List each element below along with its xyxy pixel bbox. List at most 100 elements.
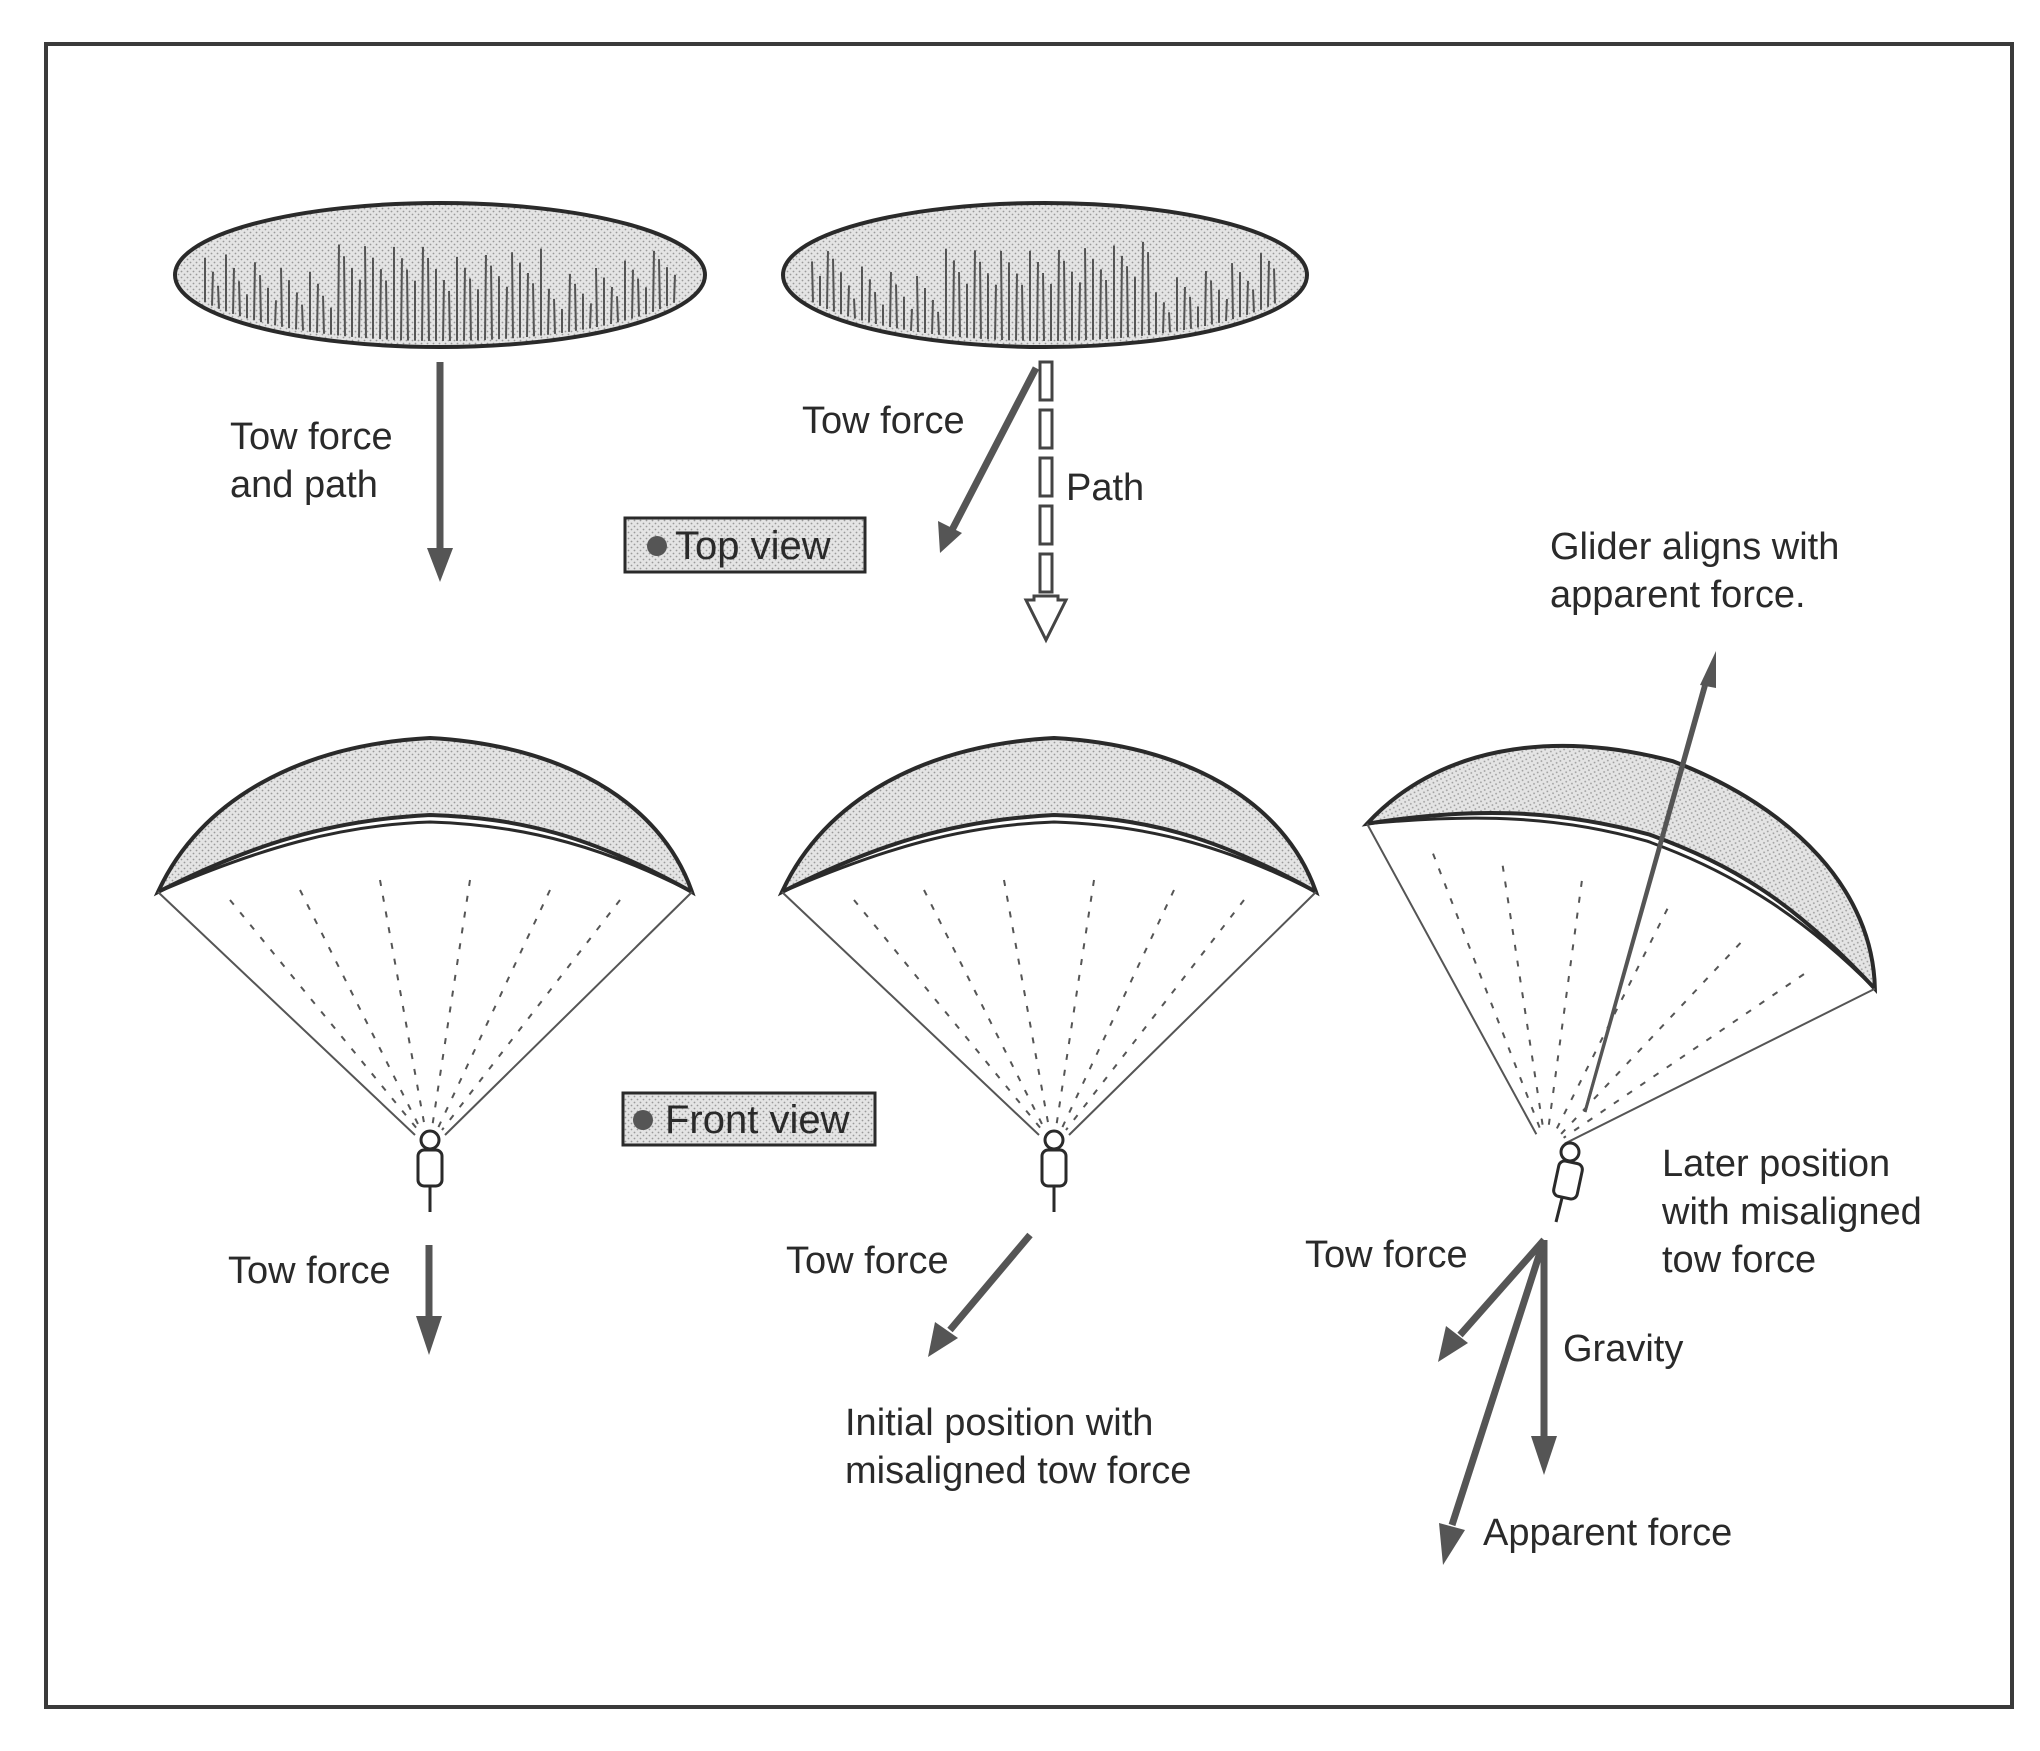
canopy-rib bbox=[637, 278, 640, 317]
front-view-right-pilot bbox=[1552, 1141, 1584, 1223]
bullet-icon bbox=[647, 536, 667, 556]
canopy-rib bbox=[511, 252, 514, 339]
canopy-rib bbox=[1036, 261, 1039, 341]
canopy-rib bbox=[469, 278, 472, 341]
top-view-left-canopy bbox=[173, 201, 707, 349]
canopy-rib bbox=[832, 258, 835, 312]
front-view-middle-lines bbox=[781, 879, 1317, 1136]
front-view-middle-tow-arrow bbox=[928, 1232, 1033, 1357]
canopy-rib bbox=[1225, 299, 1228, 322]
canopy-rib bbox=[505, 286, 508, 339]
canopy-rib bbox=[406, 269, 409, 341]
canopy-rib bbox=[238, 281, 241, 317]
canopy-rib bbox=[937, 311, 940, 335]
canopy-rib bbox=[253, 262, 256, 321]
canopy-rib bbox=[421, 246, 424, 341]
top-view-path-label: Path bbox=[1066, 467, 1144, 509]
top-view-left-label-line2: and path bbox=[230, 464, 378, 506]
top-view-left-glider: Tow force and path bbox=[173, 201, 707, 582]
canopy-rib bbox=[1231, 263, 1234, 320]
canopy-rib bbox=[1210, 280, 1213, 325]
apparent-force-label: Apparent force bbox=[1483, 1512, 1732, 1554]
canopy-rib bbox=[1141, 241, 1144, 336]
canopy-rib bbox=[322, 295, 325, 334]
front-view-legend-label: Front view bbox=[665, 1098, 850, 1142]
canopy-rib bbox=[364, 246, 367, 339]
bullet-icon bbox=[633, 1110, 653, 1130]
canopy-rib bbox=[400, 258, 403, 341]
front-view-left-tow-arrow bbox=[416, 1245, 442, 1355]
canopy-rib bbox=[1057, 249, 1060, 341]
canopy-rib bbox=[1267, 260, 1270, 307]
canopy-rib bbox=[343, 256, 346, 337]
canopy-rib bbox=[1105, 279, 1108, 339]
canopy-rib bbox=[442, 279, 445, 342]
gravity-label: Gravity bbox=[1563, 1328, 1683, 1370]
canopy-rib bbox=[610, 286, 613, 325]
glider-aligns-line2: apparent force. bbox=[1550, 574, 1806, 616]
canopy-rib bbox=[853, 298, 856, 319]
canopy-rib bbox=[1273, 268, 1276, 304]
front-view-left-canopy bbox=[153, 735, 696, 897]
canopy-rib bbox=[232, 267, 235, 314]
canopy-rib bbox=[631, 269, 634, 319]
canopy-rib bbox=[994, 284, 997, 340]
gravity-arrow bbox=[1531, 1240, 1557, 1475]
canopy-rib bbox=[217, 285, 220, 309]
top-view-left-tow-arrow bbox=[427, 362, 453, 582]
apparent-force-arrow bbox=[1439, 1238, 1548, 1565]
canopy-rib bbox=[316, 283, 319, 333]
front-view-right-caption-line1: Later position bbox=[1662, 1143, 1890, 1185]
front-view-legend: Front view bbox=[621, 1091, 877, 1147]
top-view-right-tow-label: Tow force bbox=[802, 400, 965, 442]
top-view-right-glider: Tow force Path bbox=[781, 201, 1309, 644]
top-view-path-arrow bbox=[1023, 360, 1069, 644]
front-view-right-lines bbox=[1366, 823, 1876, 1145]
canopy-rib bbox=[1183, 287, 1186, 331]
front-view-middle-canopy bbox=[777, 735, 1320, 897]
canopy-rib bbox=[1078, 282, 1081, 341]
canopy-rib bbox=[589, 303, 592, 329]
canopy-rib bbox=[979, 261, 982, 339]
canopy-rib bbox=[1162, 302, 1165, 334]
top-view-left-canopy-ribs bbox=[204, 244, 676, 342]
canopy-rib bbox=[826, 251, 829, 309]
canopy-rib bbox=[427, 257, 430, 341]
front-view-left-glider: Tow force bbox=[153, 735, 696, 1355]
canopy-rib bbox=[574, 283, 577, 331]
canopy-rib bbox=[952, 260, 955, 337]
canopy-rib bbox=[463, 267, 466, 341]
canopy-rib bbox=[1246, 280, 1249, 315]
canopy-rib bbox=[274, 300, 277, 326]
canopy-rib bbox=[1120, 255, 1123, 338]
canopy-rib bbox=[958, 272, 961, 338]
canopy-rib bbox=[1204, 270, 1207, 327]
front-view-left-pilot bbox=[416, 1129, 444, 1212]
canopy-rib bbox=[553, 298, 556, 334]
canopy-rib bbox=[547, 288, 550, 335]
canopy-rib bbox=[490, 265, 493, 340]
front-view-right-glider: Tow force Gravity Apparent force Later p… bbox=[1305, 526, 1922, 1565]
canopy-rib bbox=[1099, 269, 1102, 340]
canopy-rib bbox=[295, 292, 298, 330]
canopy-rib bbox=[337, 244, 340, 336]
canopy-rib bbox=[658, 259, 661, 310]
canopy-rib bbox=[211, 271, 214, 306]
canopy-rib bbox=[931, 299, 934, 334]
canopy-rib bbox=[1147, 252, 1150, 336]
canopy-rib bbox=[811, 261, 814, 303]
glider-aligns-line1: Glider aligns with bbox=[1550, 526, 1839, 568]
front-view-middle-caption-line1: Initial position with bbox=[845, 1402, 1153, 1444]
canopy-rib bbox=[526, 272, 529, 338]
front-view-left-lines bbox=[157, 879, 693, 1136]
front-view-middle-caption-line2: misaligned tow force bbox=[845, 1450, 1191, 1492]
canopy-rib bbox=[910, 308, 913, 331]
canopy-rib bbox=[889, 272, 892, 328]
front-view-middle-pilot bbox=[1040, 1129, 1068, 1212]
canopy-rib bbox=[259, 275, 262, 323]
canopy-rib bbox=[1063, 260, 1066, 341]
front-view-middle-glider: Tow force Initial position with misalign… bbox=[777, 735, 1320, 1492]
canopy-rib bbox=[532, 283, 535, 337]
front-view-right-caption-line3: tow force bbox=[1662, 1239, 1816, 1281]
